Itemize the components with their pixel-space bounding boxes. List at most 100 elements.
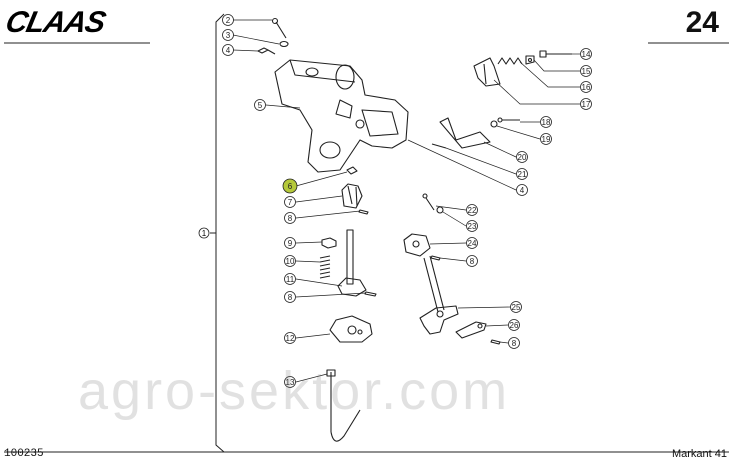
callout-6-circle: [282, 178, 298, 194]
callout-14-circle: [580, 48, 592, 60]
leader-9: [295, 241, 323, 244]
callout-23-circle: [466, 220, 478, 232]
callout-21-label: 21: [518, 170, 527, 179]
part-split-pin-8c: [430, 255, 441, 261]
leader-20: [483, 141, 517, 158]
leader-10: [295, 260, 321, 263]
callout-23-label: 23: [468, 222, 477, 231]
callout-6-label: 6: [288, 182, 293, 191]
part-pin-6: [346, 166, 358, 175]
leader-16: [519, 61, 580, 88]
callout-7-circle: [284, 196, 296, 208]
callout-15-circle: [580, 65, 592, 77]
callout-5-circle: [254, 99, 266, 111]
leader-25: [457, 306, 511, 309]
callout-19-label: 19: [542, 135, 551, 144]
callout-25-circle: [510, 301, 522, 313]
callout-2-circle: [222, 14, 234, 26]
leader-17: [493, 79, 580, 105]
part-washer-23: [436, 206, 444, 214]
part-pin-21: [431, 143, 447, 149]
part-spring-16: [497, 57, 523, 65]
leader-4b: [407, 139, 517, 191]
callout-9-circle: [284, 237, 296, 249]
part-hook-rod-13: [326, 369, 361, 442]
callout-8a-circle: [284, 212, 296, 224]
callout-19-circle: [540, 133, 552, 145]
part-link-26: [455, 321, 487, 339]
callout-20-label: 20: [518, 153, 527, 162]
part-lever-25: [419, 255, 459, 335]
leader-8c: [439, 257, 467, 262]
leader-24: [429, 242, 467, 245]
leader-13: [295, 373, 328, 383]
callout-17-label: 17: [582, 100, 591, 109]
part-washer-19: [490, 120, 498, 128]
callout-12-label: 12: [286, 334, 295, 343]
callout-8b-label: 8: [288, 293, 293, 302]
callout-16-label: 16: [582, 83, 591, 92]
leader-3: [232, 34, 280, 45]
callout-2-label: 2: [226, 16, 231, 25]
callout-8a-label: 8: [288, 214, 293, 223]
leader-4: [232, 49, 259, 52]
callout-18-circle: [540, 116, 552, 128]
callout-1-label: 1: [202, 229, 207, 238]
callout-13-label: 13: [286, 378, 295, 387]
machine-model: Markant 41: [671, 448, 727, 460]
part-knotter-frame-5: [274, 59, 409, 173]
callout-8d-label: 8: [512, 339, 517, 348]
callout-1-circle: [198, 227, 210, 239]
part-spring-10: [319, 255, 331, 279]
callout-22-label: 22: [468, 206, 477, 215]
part-bolt-14: [539, 50, 572, 58]
callout-group: 2345678910118121314151617181920214222324…: [222, 14, 592, 388]
callout-21-circle: [516, 168, 528, 180]
callout-11-label: 11: [286, 275, 295, 284]
callout-10-label: 10: [286, 257, 295, 266]
callout-17-circle: [580, 98, 592, 110]
callout-8b-circle: [284, 291, 296, 303]
part-lever-20: [439, 117, 491, 149]
callout-4-circle: [222, 44, 234, 56]
callout-5-label: 5: [258, 101, 263, 110]
callout-4-label: 4: [226, 46, 231, 55]
callout-24-circle: [466, 237, 478, 249]
part-pin-2: [271, 17, 287, 39]
callout-22-circle: [466, 204, 478, 216]
part-split-pin-8a: [358, 209, 369, 215]
callout-11-circle: [284, 273, 296, 285]
callout-18-label: 18: [542, 118, 551, 127]
leader-19: [496, 125, 541, 140]
callout-26-circle: [508, 319, 520, 331]
part-clamp-12: [329, 315, 373, 343]
part-nut-4: [257, 47, 276, 55]
leader-5: [265, 104, 301, 109]
callout-16-circle: [580, 81, 592, 93]
callout-7-label: 7: [288, 198, 293, 207]
callout-12-circle: [284, 332, 296, 344]
part-split-pin-8d: [490, 339, 501, 345]
leader-7: [295, 195, 343, 203]
callout-3-circle: [222, 29, 234, 41]
callout-4b-circle: [516, 184, 528, 196]
callout-13-circle: [284, 376, 296, 388]
leader-8a: [295, 210, 361, 219]
leader-26: [485, 324, 509, 327]
part-lever-17: [473, 57, 501, 87]
leader-12: [295, 333, 331, 339]
leader-8d: [499, 341, 509, 344]
callout-9-label: 9: [288, 239, 293, 248]
leader-22: [435, 205, 467, 211]
part-bolt-22: [422, 193, 435, 211]
part-washer-15: [525, 55, 535, 65]
part-nut-9: [321, 237, 337, 249]
part-pin-18: [497, 117, 520, 123]
callout-8c-circle: [466, 255, 478, 267]
callout-10-circle: [284, 255, 296, 267]
part-cam-24: [403, 233, 431, 257]
part-knotter-hub-7: [341, 183, 363, 209]
page-number: 24: [685, 6, 719, 39]
